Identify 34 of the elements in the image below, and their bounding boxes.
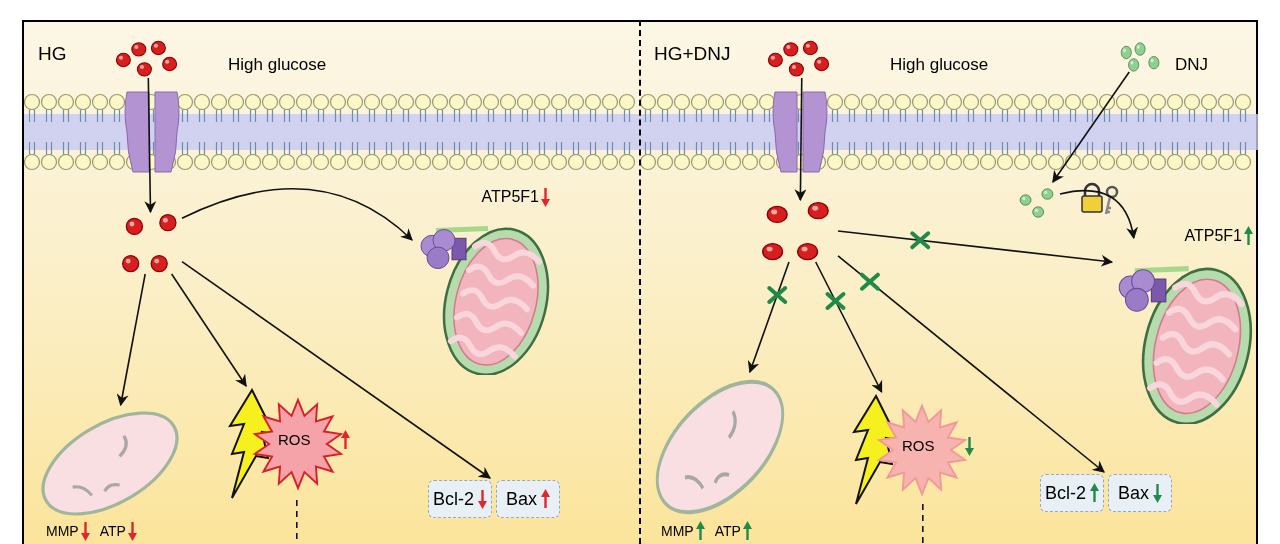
panel-label: HG — [38, 44, 67, 63]
panel-label: HG+DNJ — [654, 44, 731, 63]
marker-box — [428, 480, 492, 518]
protein-label: Bax — [1118, 481, 1149, 505]
compound-label: High glucose — [890, 54, 989, 76]
protein-label: Bcl-2 — [1045, 481, 1086, 505]
arrow — [747, 261, 790, 374]
protein-label: ATP — [714, 521, 741, 541]
arrow — [116, 273, 146, 407]
ros-label: ROS — [278, 432, 311, 447]
marker-box — [1108, 474, 1172, 512]
arrow — [1052, 71, 1130, 183]
arrow — [837, 230, 1114, 267]
arrow — [837, 255, 1105, 473]
protein-label: ATP5F1 — [1184, 226, 1242, 246]
protein-label: ATP5F1 — [481, 187, 539, 207]
arrow — [181, 260, 491, 479]
arrow — [144, 77, 157, 214]
arrow — [1059, 189, 1138, 240]
protein-label: Bcl-2 — [433, 487, 474, 511]
marker-box — [1040, 474, 1104, 512]
arrow — [814, 261, 883, 394]
marker-box — [496, 480, 560, 518]
protein-label: MMP — [661, 521, 694, 541]
compound-label: DNJ — [1175, 54, 1209, 76]
arrow — [170, 273, 247, 387]
dashed-line — [922, 503, 924, 544]
arrow — [794, 77, 807, 202]
compound-label: High glucose — [228, 54, 327, 76]
ros-label: ROS — [902, 438, 935, 453]
protein-label: ATP — [99, 521, 126, 541]
arrow — [181, 188, 413, 241]
protein-label: MMP — [46, 521, 79, 541]
protein-label: Bax — [506, 487, 537, 511]
